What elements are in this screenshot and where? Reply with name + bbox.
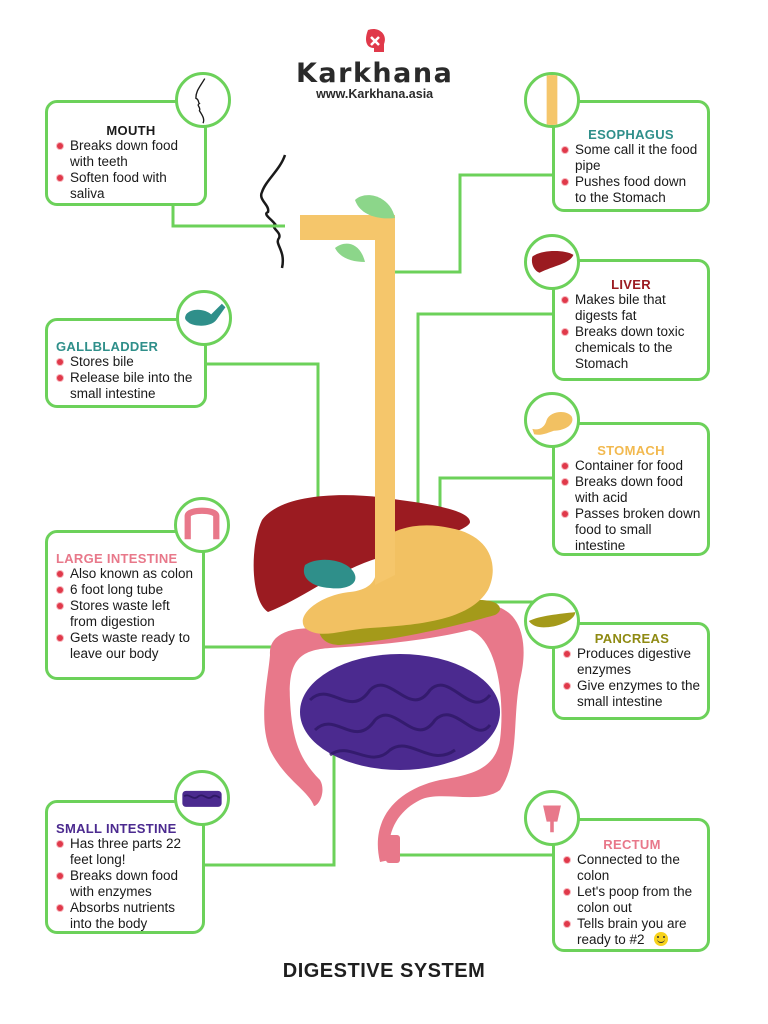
large-intestine-point: 6 foot long tube (56, 582, 196, 598)
rectum-point: Let's poop from the colon out (563, 884, 701, 916)
pancreas-list: Produces digestive enzymes Give enzymes … (563, 646, 701, 710)
gallbladder-title: GALLBLADDER (56, 339, 159, 354)
stomach-point: Passes broken down food to small intesti… (561, 506, 701, 554)
large-intestine-shape (264, 604, 524, 862)
page-title: DIGESTIVE SYSTEM (282, 960, 486, 982)
esophagus-title: ESOPHAGUS (588, 127, 674, 142)
rectum-icon (524, 790, 580, 846)
pancreas-title: PANCREAS (594, 631, 670, 646)
liver-icon (524, 234, 580, 290)
liver-box: LIVER Makes bile that digests fat Breaks… (552, 259, 710, 381)
rectum-list: Connected to the colon Let's poop from t… (563, 852, 701, 948)
stomach-box: STOMACH Container for food Breaks down f… (552, 422, 710, 556)
leaf-decoration-2 (335, 243, 365, 262)
rectum-point: Tells brain you are ready to #2 (563, 916, 701, 948)
rectum-title: RECTUM (603, 837, 661, 852)
small-intestine-point: Breaks down food with enzymes (56, 868, 196, 900)
pancreas-icon (524, 593, 580, 649)
liver-list: Makes bile that digests fat Breaks down … (561, 292, 701, 372)
rectum-shape (386, 835, 400, 863)
logo: Karkhana www.Karkhana.asia (296, 28, 453, 101)
large-intestine-list: Also known as colon 6 foot long tube Sto… (56, 566, 196, 662)
large-intestine-point: Also known as colon (56, 566, 196, 582)
gallbladder-point: Release bile into the small intestine (56, 370, 196, 402)
esophagus-box: ESOPHAGUS Some call it the food pipe Pus… (552, 100, 710, 212)
rectum-point: Connected to the colon (563, 852, 701, 884)
esophagus-list: Some call it the food pipe Pushes food d… (561, 142, 701, 206)
esophagus-shape (300, 215, 395, 585)
logo-url: www.Karkhana.asia (316, 87, 434, 101)
esophagus-icon (524, 72, 580, 128)
large-intestine-title: LARGE INTESTINE (56, 551, 178, 566)
small-intestine-list: Has three parts 22 feet long! Breaks dow… (56, 836, 196, 932)
small-intestine-box: SMALL INTESTINE Has three parts 22 feet … (45, 800, 205, 934)
large-intestine-box: LARGE INTESTINE Also known as colon 6 fo… (45, 530, 205, 680)
gallbladder-list: Stores bile Release bile into the small … (56, 354, 196, 402)
large-intestine-icon (174, 497, 230, 553)
pancreas-point: Give enzymes to the small intestine (563, 678, 701, 710)
smiley-icon (654, 932, 669, 946)
rectum-point-text: Tells brain you are ready to #2 (577, 916, 687, 947)
logo-title: Karkhana (296, 58, 454, 89)
esophagus-point: Some call it the food pipe (561, 142, 701, 174)
stomach-point: Breaks down food with acid (561, 474, 701, 506)
gallbladder-shape (303, 559, 356, 589)
rectum-box: RECTUM Connected to the colon Let's poop… (552, 818, 710, 952)
mouth-box: MOUTH Breaks down food with teeth Soften… (45, 100, 207, 206)
gallbladder-box: GALLBLADDER Stores bile Release bile int… (45, 318, 207, 408)
liver-shape (253, 495, 470, 612)
pancreas-point: Produces digestive enzymes (563, 646, 701, 678)
gallbladder-point: Stores bile (56, 354, 196, 370)
mouth-title: MOUTH (106, 123, 156, 138)
gallbladder-icon (176, 290, 232, 346)
pancreas-box: PANCREAS Produces digestive enzymes Give… (552, 622, 710, 720)
mouth-point: Breaks down food with teeth (56, 138, 196, 170)
esophagus-point: Pushes food down to the Stomach (561, 174, 701, 206)
mouth-point: Soften food with saliva (56, 170, 196, 202)
liver-point: Makes bile that digests fat (561, 292, 701, 324)
small-intestine-title: SMALL INTESTINE (56, 821, 177, 836)
large-intestine-point: Stores waste left from digestion (56, 598, 196, 630)
leaf-decoration (355, 195, 395, 219)
liver-title: LIVER (611, 277, 651, 292)
face-profile (259, 154, 287, 269)
small-intestine-point: Absorbs nutrients into the body (56, 900, 196, 932)
small-intestine-point: Has three parts 22 feet long! (56, 836, 196, 868)
small-intestine-icon (174, 770, 230, 826)
small-intestine-shape (300, 654, 500, 770)
small-intestine-folds (308, 683, 492, 759)
liver-point: Breaks down toxic chemicals to the Stoma… (561, 324, 701, 372)
mouth-icon (175, 72, 231, 128)
stomach-list: Container for food Breaks down food with… (561, 458, 701, 554)
stomach-title: STOMACH (597, 443, 665, 458)
stomach-shape (302, 525, 493, 634)
karkhana-logo-icon (365, 28, 385, 52)
large-intestine-point: Gets waste ready to leave our body (56, 630, 196, 662)
mouth-list: Breaks down food with teeth Soften food … (56, 138, 196, 202)
stomach-icon (524, 392, 580, 448)
stomach-point: Container for food (561, 458, 701, 474)
